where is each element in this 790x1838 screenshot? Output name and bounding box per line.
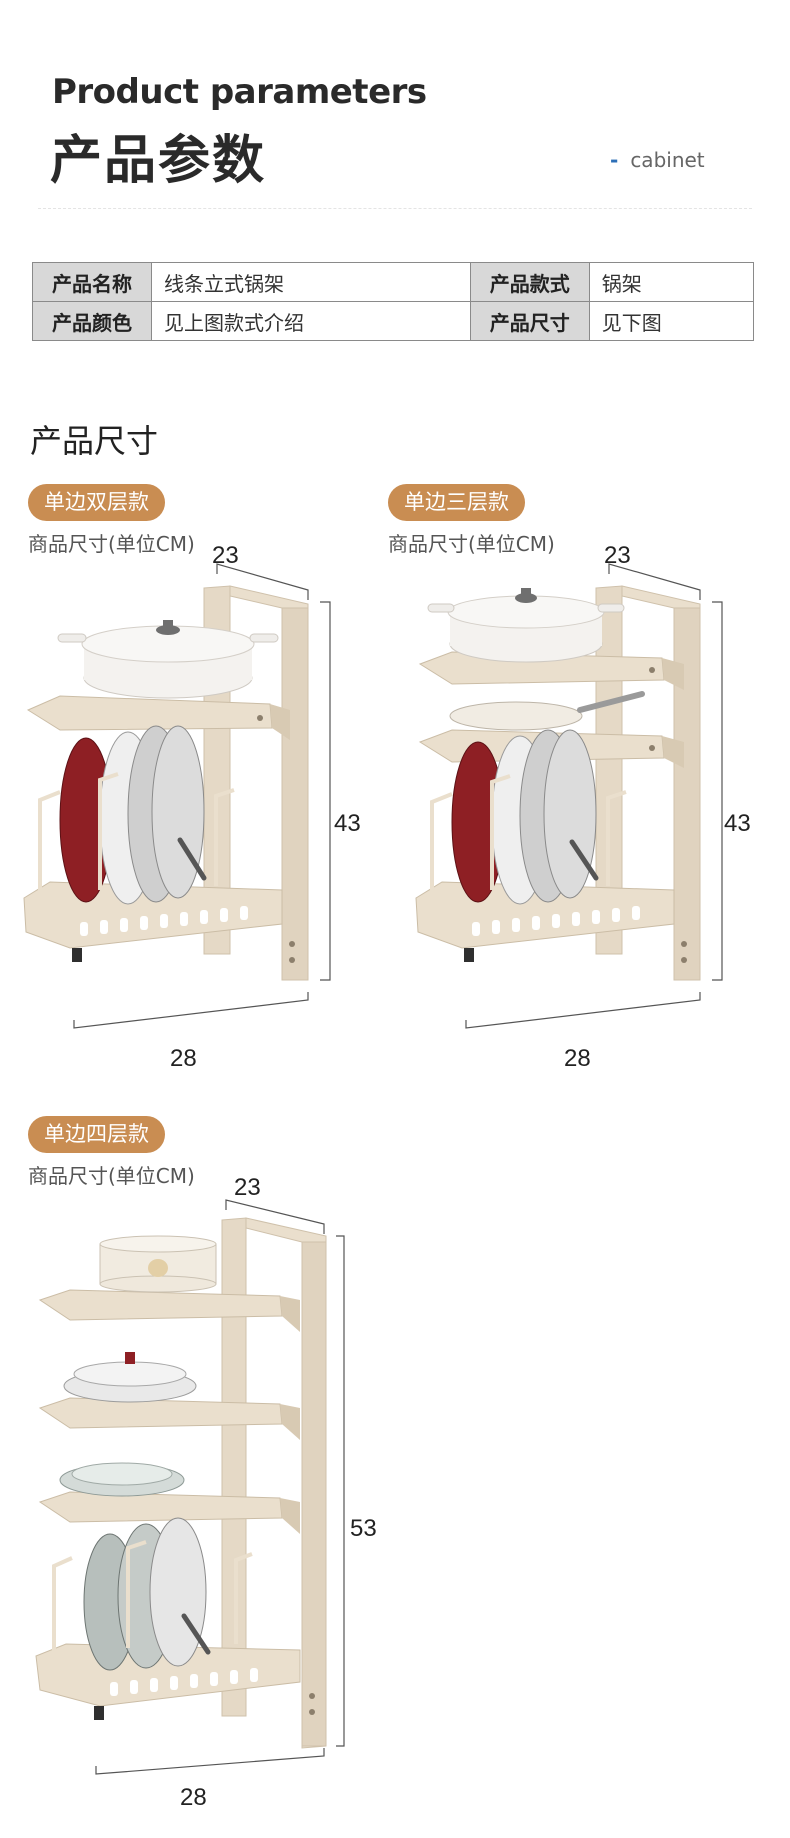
- title-chinese: 产品参数: [50, 131, 267, 191]
- param-value: 锅架: [588, 262, 755, 302]
- params-table: 产品名称 线条立式锅架 产品款式 锅架 产品颜色 见上图款式介绍 产品尺寸 见下…: [32, 262, 755, 341]
- variant-badge: 单边四层款: [28, 1116, 165, 1153]
- param-key: 产品颜色: [32, 301, 152, 341]
- size-section-title: 产品尺寸: [30, 422, 159, 460]
- rack-two-tier-illustration: [23, 563, 331, 1029]
- dimension-depth-label: 23: [604, 542, 631, 569]
- table-row: 产品名称 线条立式锅架 产品款式 锅架: [32, 262, 755, 302]
- param-key: 产品款式: [469, 262, 590, 302]
- param-value: 见上图款式介绍: [151, 301, 471, 341]
- header-divider: [38, 208, 752, 209]
- rack-four-tier-illustration: [35, 1199, 345, 1775]
- param-key: 产品名称: [32, 262, 152, 302]
- table-row: 产品颜色 见上图款式介绍 产品尺寸 见下图: [32, 301, 755, 341]
- dimension-depth-label: 23: [212, 542, 239, 569]
- param-value: 线条立式锅架: [151, 262, 471, 302]
- title-english: Product parameters: [52, 72, 427, 112]
- dimension-width-label: 28: [170, 1045, 197, 1072]
- variant-badge: 单边三层款: [388, 484, 525, 521]
- unit-label: 商品尺寸(单位CM): [388, 532, 555, 556]
- dimension-depth-label: 23: [234, 1174, 261, 1201]
- param-value: 见下图: [588, 301, 755, 341]
- rack-three-tier-illustration: [415, 563, 723, 1029]
- dimension-height-label: 43: [724, 810, 751, 837]
- unit-label: 商品尺寸(单位CM): [28, 532, 195, 556]
- tag-label: cabinet: [630, 148, 705, 172]
- dimension-width-label: 28: [180, 1784, 207, 1811]
- unit-label: 商品尺寸(单位CM): [28, 1164, 195, 1188]
- variant-badge: 单边双层款: [28, 484, 165, 521]
- category-tag: -cabinet: [610, 148, 705, 172]
- param-key: 产品尺寸: [469, 301, 590, 341]
- tag-dash: -: [610, 148, 619, 172]
- dimension-height-label: 53: [350, 1515, 377, 1542]
- dimension-height-label: 43: [334, 810, 361, 837]
- dimension-width-label: 28: [564, 1045, 591, 1072]
